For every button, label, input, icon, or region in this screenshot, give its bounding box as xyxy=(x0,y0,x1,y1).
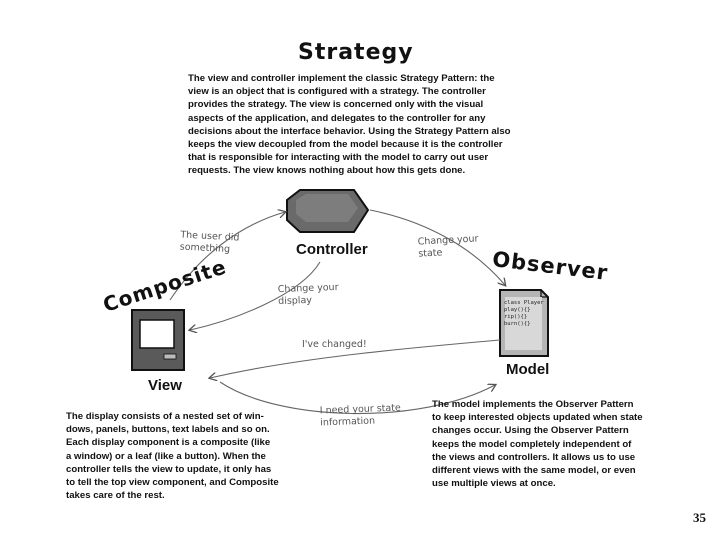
arrow-view-to-model xyxy=(219,381,495,415)
page-number: 35 xyxy=(693,510,706,525)
arrow-model-to-view xyxy=(210,339,501,378)
view-monitor-shape xyxy=(131,309,185,371)
strategy-heading: Strategy xyxy=(298,40,414,65)
note-user-did-something: The user did something xyxy=(179,229,240,256)
strategy-description: The view and controller implement the cl… xyxy=(188,73,511,177)
controller-shape xyxy=(286,189,370,233)
controller-label: Controller xyxy=(296,241,368,258)
note-change-your-state: Change your state xyxy=(417,233,479,260)
arrow-view-to-controller xyxy=(169,212,285,301)
observer-description: The model implements the Observer Patter… xyxy=(432,399,643,490)
model-label: Model xyxy=(506,361,550,378)
model-document-shape xyxy=(499,289,549,357)
arrows xyxy=(169,209,505,415)
note-change-your-display: Change your display xyxy=(277,281,339,308)
note-ive-changed: I've changed! xyxy=(302,339,367,350)
arrow-controller-to-model xyxy=(369,209,505,285)
note-need-state-info: I need your state information xyxy=(319,402,401,429)
composite-description: The display consists of a nested set of … xyxy=(66,411,279,502)
model-code-listing: class Player play(){} rip(){} burn(){} xyxy=(504,300,544,327)
view-label: View xyxy=(148,377,182,394)
arrow-controller-to-view xyxy=(190,261,321,330)
